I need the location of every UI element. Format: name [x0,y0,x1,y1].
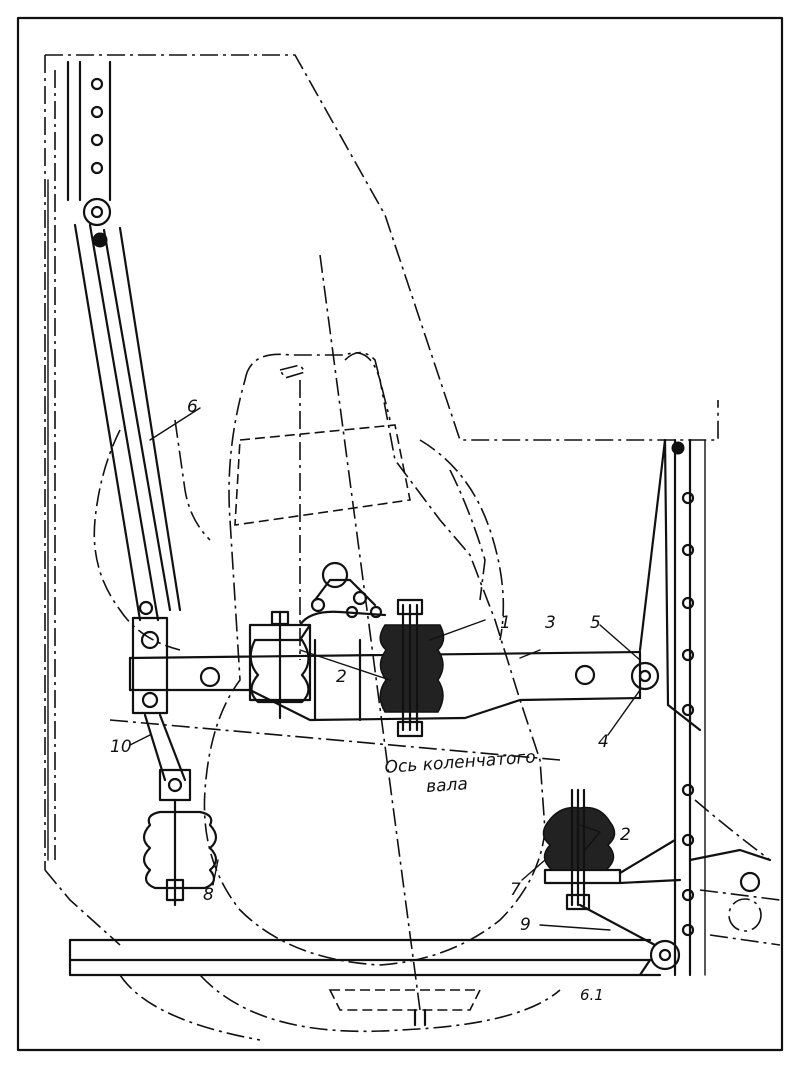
stay-rod [73,197,187,782]
callout-3: 3 [545,613,556,633]
callout-2-front: 2 [336,667,347,687]
front-mount-right [379,598,445,738]
leader-lines [129,407,641,931]
engine-outline [93,351,546,966]
cab-outline [44,54,719,946]
svg-text:вала: вала [425,774,468,797]
callout-1: 1 [500,613,511,633]
callout-9: 9 [520,915,531,935]
callout-4: 4 [598,732,609,752]
lower-pivot [649,939,681,971]
crankshaft-axis-label: Ось коленчатого вала [384,747,536,797]
callout-8: 8 [203,885,214,905]
callout-2-rear: 2 [620,825,631,845]
corner-mark: 6.1 [580,986,604,1004]
lower-link [578,903,657,947]
left-frame-post [47,60,112,861]
rear-bellows-mount [142,768,218,907]
centerline-horizontal [109,719,561,761]
right-frame-post [671,438,706,977]
callout-5: 5 [590,613,601,633]
callout-7: 7 [510,880,521,900]
bottom-frame-rail [68,938,662,1041]
right-aux-parts [699,871,781,946]
callout-10: 10 [110,737,132,757]
callout-6: 6 [187,397,198,417]
front-mount-left [248,610,312,720]
crankshaft-axis [319,254,421,1011]
svg-text:Ось коленчатого: Ось коленчатого [384,747,536,778]
rear-mount [542,788,772,911]
engine-top-bracket [298,561,387,722]
drawing-border [16,16,784,1052]
